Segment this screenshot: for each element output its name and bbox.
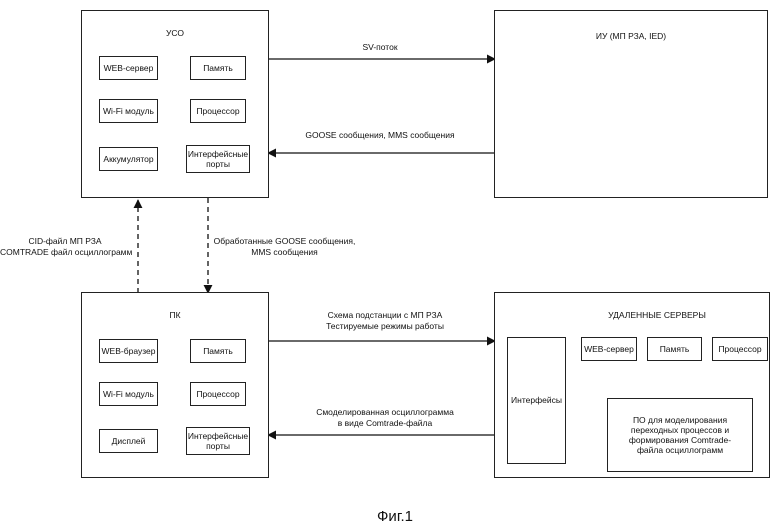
remote-title: УДАЛЕННЫЕ СЕРВЕРЫ bbox=[545, 310, 769, 320]
uso-title: УСО bbox=[82, 28, 268, 38]
cid-label-line2: COMTRADE файл осциллограмм bbox=[0, 247, 130, 258]
uso-ports: Интерфейсные порты bbox=[186, 145, 250, 173]
iu-block: ИУ (МП РЗА, IED) bbox=[494, 10, 768, 198]
remote-servers-block: УДАЛЕННЫЕ СЕРВЕРЫ Интерфейсы WEB-сервер … bbox=[494, 292, 770, 478]
scheme-label: Схема подстанции с МП РЗА Тестируемые ре… bbox=[310, 310, 460, 333]
modeled-label-line2: в виде Comtrade-файла bbox=[305, 418, 465, 429]
pk-title: ПК bbox=[82, 310, 268, 320]
cid-label: CID-файл МП РЗА COMTRADE файл осциллогра… bbox=[0, 236, 130, 259]
uso-processor: Процессор bbox=[190, 99, 246, 123]
uso-battery: Аккумулятор bbox=[99, 147, 158, 171]
pk-processor: Процессор bbox=[190, 382, 246, 406]
processed-label-line1: Обработанные GOOSE сообщения, bbox=[212, 236, 357, 247]
scheme-label-line2: Тестируемые режимы работы bbox=[310, 321, 460, 332]
modeled-label: Смоделированная осциллограмма в виде Com… bbox=[305, 407, 465, 430]
pk-browser: WEB-браузер bbox=[99, 339, 158, 363]
figure-caption: Фиг.1 bbox=[360, 508, 430, 525]
pk-memory: Память bbox=[190, 339, 246, 363]
uso-web-server: WEB-сервер bbox=[99, 56, 158, 80]
remote-web-server: WEB-сервер bbox=[581, 337, 637, 361]
uso-memory: Память bbox=[190, 56, 246, 80]
pk-ports: Интерфейсные порты bbox=[186, 427, 250, 455]
iu-title: ИУ (МП РЗА, IED) bbox=[495, 31, 767, 41]
uso-block: УСО WEB-сервер Память Wi-Fi модуль Проце… bbox=[81, 10, 269, 198]
cid-label-line1: CID-файл МП РЗА bbox=[0, 236, 130, 247]
pk-block: ПК WEB-браузер Память Wi-Fi модуль Проце… bbox=[81, 292, 269, 478]
processed-label-line2: MMS сообщения bbox=[212, 247, 357, 258]
goose-mms-label: GOOSE сообщения, MMS сообщения bbox=[290, 130, 470, 141]
processed-label: Обработанные GOOSE сообщения, MMS сообще… bbox=[212, 236, 357, 259]
uso-wifi: Wi-Fi модуль bbox=[99, 99, 158, 123]
remote-processor: Процессор bbox=[712, 337, 768, 361]
remote-memory: Память bbox=[647, 337, 702, 361]
remote-interfaces: Интерфейсы bbox=[507, 337, 566, 464]
remote-software: ПО для моделирования переходных процессо… bbox=[607, 398, 753, 472]
pk-display: Дисплей bbox=[99, 429, 158, 453]
scheme-label-line1: Схема подстанции с МП РЗА bbox=[310, 310, 460, 321]
sv-stream-label: SV-поток bbox=[330, 42, 430, 53]
pk-wifi: Wi-Fi модуль bbox=[99, 382, 158, 406]
modeled-label-line1: Смоделированная осциллограмма bbox=[305, 407, 465, 418]
